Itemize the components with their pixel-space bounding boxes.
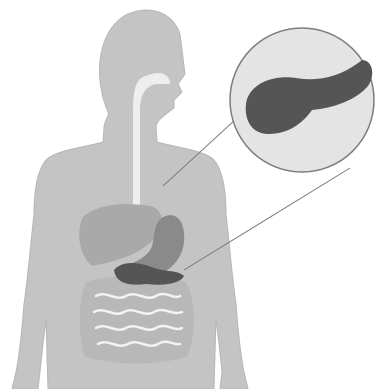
intestines bbox=[80, 276, 194, 364]
large-intestine bbox=[80, 276, 194, 364]
magnified-pancreas-lens bbox=[230, 28, 374, 172]
